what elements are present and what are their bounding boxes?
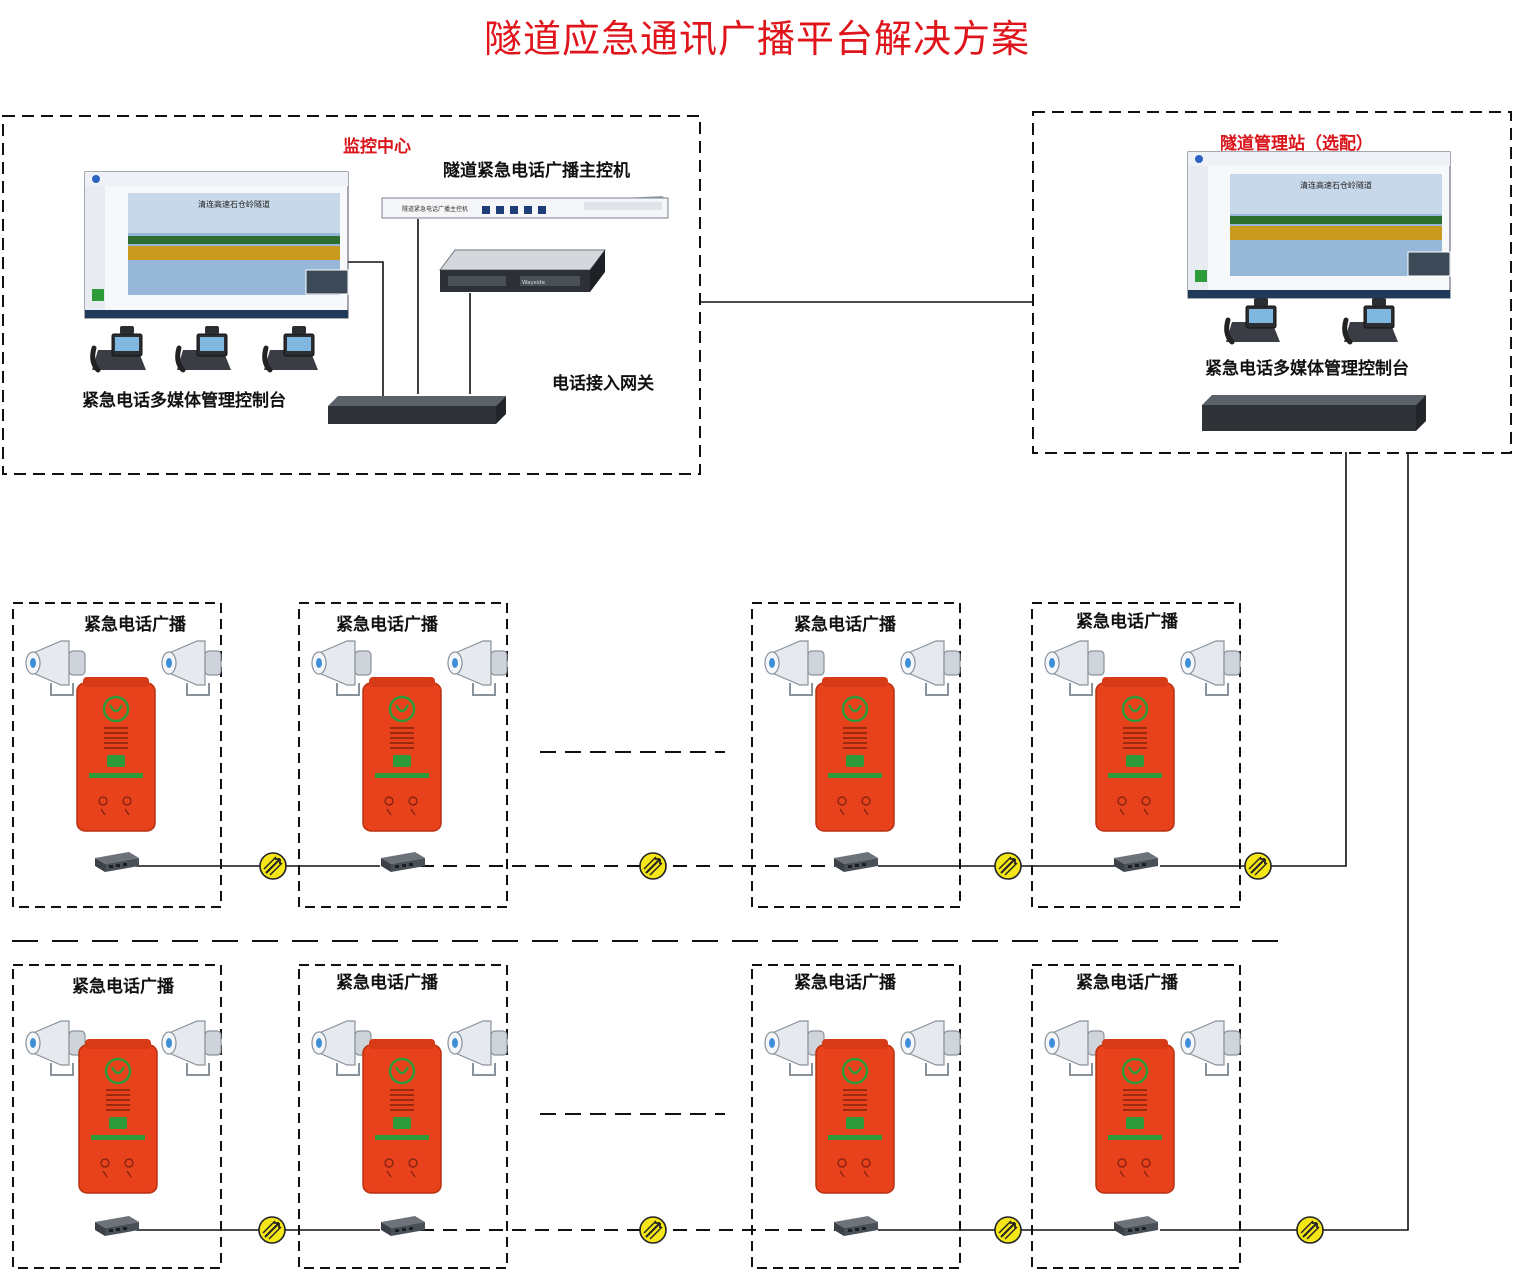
optical-link-icon <box>1296 1216 1324 1244</box>
network-switch-icon <box>1202 395 1426 431</box>
host-plate-text: 隧道紧急电话广播主控机 <box>402 205 468 213</box>
horn-speaker-icon <box>25 1020 86 1076</box>
network-switch-icon <box>328 396 506 424</box>
fiber-converter-icon <box>95 852 139 872</box>
emergency-phone-icon <box>75 675 157 833</box>
fiber-converter-icon <box>381 852 425 872</box>
terminal-unit-frame <box>12 602 222 908</box>
terminal-units <box>12 602 1324 1269</box>
horn-speaker-icon <box>1180 640 1241 696</box>
optical-link-icon <box>259 852 287 880</box>
management-station-frame <box>1032 111 1512 454</box>
ip-phone-icon <box>1226 298 1280 342</box>
optical-link-icon <box>1244 852 1272 880</box>
terminal-label: 紧急电话广播 <box>1076 612 1178 632</box>
ip-phone-icon <box>1344 298 1398 342</box>
horn-speaker-icon <box>900 1020 961 1076</box>
station-screen-caption: 清连高速石仓岭隧道 <box>1300 180 1372 190</box>
optical-link-icon <box>639 852 667 880</box>
host-controller-label: 隧道紧急电话广播主控机 <box>443 161 630 181</box>
ip-phone-icon <box>92 326 146 370</box>
terminal-unit-frame <box>1031 964 1241 1269</box>
optical-link-icon <box>994 852 1022 880</box>
horn-speaker-icon <box>161 640 222 696</box>
station-console-label: 紧急电话多媒体管理控制台 <box>1205 359 1409 379</box>
terminal-unit-frame <box>298 602 508 908</box>
horn-speaker-icon <box>1044 1020 1105 1076</box>
fiber-converter-icon <box>1114 852 1158 872</box>
fiber-converter-icon <box>381 1216 425 1236</box>
fiber-converter-icon <box>834 852 878 872</box>
fiber-converter-icon <box>1114 1216 1158 1236</box>
horn-speaker-icon <box>1044 640 1105 696</box>
horn-speaker-icon <box>764 1020 825 1076</box>
emergency-phone-icon <box>1094 675 1176 833</box>
console-label: 紧急电话多媒体管理控制台 <box>82 391 286 411</box>
terminal-unit-frame <box>298 964 508 1269</box>
ip-phone-icon <box>177 326 231 370</box>
monitor-center-title: 监控中心 <box>343 137 411 157</box>
management-station-title: 隧道管理站（选配） <box>1220 134 1373 154</box>
ip-phone-icon <box>264 326 318 370</box>
terminal-unit-frame <box>751 602 961 908</box>
emergency-phone-icon <box>814 675 896 833</box>
horn-speaker-icon <box>1180 1020 1241 1076</box>
terminal-unit-frame <box>751 964 961 1269</box>
optical-link-icon <box>639 1216 667 1244</box>
emergency-phone-icon <box>814 1037 896 1195</box>
terminal-label: 紧急电话广播 <box>336 615 438 635</box>
monitor-screen-icon <box>84 171 349 319</box>
optical-link-icon <box>258 1216 286 1244</box>
optical-link-icon <box>994 1216 1022 1244</box>
server-brand: Wayside <box>522 280 546 286</box>
terminal-unit-frame <box>12 964 222 1269</box>
horn-speaker-icon <box>764 640 825 696</box>
emergency-phone-icon <box>77 1037 159 1195</box>
fiber-converter-icon <box>834 1216 878 1236</box>
terminal-label: 紧急电话广播 <box>794 973 896 993</box>
trunk-line-row2 <box>1310 452 1409 1231</box>
terminal-unit-frame <box>1031 602 1241 908</box>
horn-speaker-icon <box>447 640 508 696</box>
monitor-center-frame <box>2 115 701 475</box>
terminal-label: 紧急电话广播 <box>1076 973 1178 993</box>
horn-speaker-icon <box>161 1020 222 1076</box>
monitor-screen-caption: 清连高速石仓岭隧道 <box>198 199 270 209</box>
terminal-label: 紧急电话广播 <box>84 615 186 635</box>
trunk-line-row1 <box>1258 452 1347 867</box>
terminal-label: 紧急电话广播 <box>72 977 174 997</box>
horn-speaker-icon <box>900 640 961 696</box>
host-controller-icon <box>381 196 669 219</box>
server-rack-icon <box>439 249 606 292</box>
horn-speaker-icon <box>311 640 372 696</box>
emergency-phone-icon <box>361 675 443 833</box>
fiber-converter-icon <box>95 1216 139 1236</box>
page-title: 隧道应急通讯广播平台解决方案 <box>483 17 1030 61</box>
terminal-label: 紧急电话广播 <box>336 973 438 993</box>
monitor-center-wiring <box>348 219 471 396</box>
horn-speaker-icon <box>447 1020 508 1076</box>
gateway-label: 电话接入网关 <box>552 374 654 394</box>
horn-speaker-icon <box>25 640 86 696</box>
terminal-label: 紧急电话广播 <box>794 615 896 635</box>
emergency-phone-icon <box>361 1037 443 1195</box>
horn-speaker-icon <box>311 1020 372 1076</box>
monitor-screen-icon <box>1187 151 1451 299</box>
emergency-phone-icon <box>1094 1037 1176 1195</box>
